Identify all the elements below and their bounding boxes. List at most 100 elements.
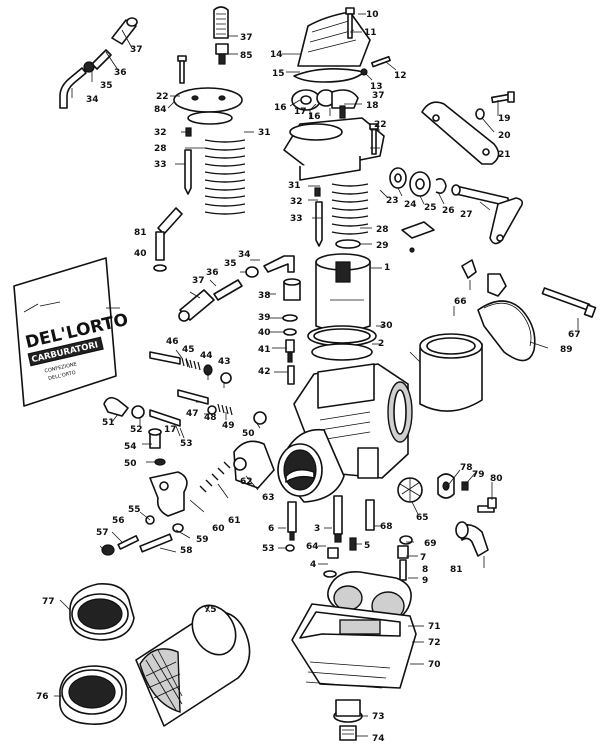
part-banjo-78 xyxy=(437,473,455,499)
part-clip-26 xyxy=(435,178,447,194)
part-pin-79 xyxy=(461,481,469,491)
part-pin-18 xyxy=(339,105,346,119)
part-cap-37-left xyxy=(178,289,215,322)
label-45: 45 xyxy=(182,345,195,355)
part-pin-32-right xyxy=(314,187,321,197)
part-jet-50 xyxy=(154,458,166,466)
part-rubber-sleeve-88 xyxy=(419,333,483,412)
part-number-labels: 10 11 14 12 13 37 15 16 17 16 18 22 37 8… xyxy=(36,10,581,744)
part-spring-28 xyxy=(204,139,246,215)
parts-bag-89: DEL'LORTO CARBURATORI CONFEZIONE DELL'OR… xyxy=(13,257,130,407)
part-disc-65 xyxy=(397,477,423,503)
label-38: 38 xyxy=(258,291,271,301)
label-73: 73 xyxy=(372,712,385,722)
label-52: 52 xyxy=(130,425,143,435)
label-22-left: 22 xyxy=(156,92,169,102)
label-50-left: 50 xyxy=(124,459,137,469)
part-screw-22 xyxy=(177,55,187,84)
label-31-right: 31 xyxy=(288,181,301,191)
part-spring-49 xyxy=(217,403,233,416)
part-ring-39 xyxy=(282,314,298,322)
label-27: 27 xyxy=(460,210,473,220)
label-24: 24 xyxy=(404,200,417,210)
part-jet-64 xyxy=(327,547,339,559)
label-55: 55 xyxy=(128,505,141,515)
part-valve-42 xyxy=(287,365,295,385)
label-7: 7 xyxy=(420,553,426,563)
part-jet-6 xyxy=(287,501,297,541)
label-43: 43 xyxy=(218,357,231,367)
label-44: 44 xyxy=(200,351,213,361)
part-bracket-small xyxy=(401,221,435,253)
part-ring-47 xyxy=(207,405,217,415)
part-clamp-band-87 xyxy=(477,273,536,362)
part-ring-2 xyxy=(311,343,373,361)
label-1: 1 xyxy=(384,263,390,273)
part-elbow-81 xyxy=(455,521,489,557)
part-choke-lever-60 xyxy=(149,471,188,517)
label-12: 12 xyxy=(394,71,407,81)
label-78: 78 xyxy=(460,463,473,473)
label-17: 17 xyxy=(294,107,307,117)
label-25: 25 xyxy=(424,203,437,213)
part-ring-30 xyxy=(307,325,377,347)
label-15: 15 xyxy=(272,69,285,79)
part-spring-45 xyxy=(181,357,201,371)
label-51: 51 xyxy=(102,418,115,428)
label-40-left: 40 xyxy=(134,249,147,259)
label-63: 63 xyxy=(262,493,275,503)
part-rubber-cap-top xyxy=(213,6,229,39)
label-21: 21 xyxy=(498,150,511,160)
part-choke-body-63 xyxy=(233,440,275,489)
label-65: 65 xyxy=(416,513,429,523)
label-20: 20 xyxy=(498,131,511,141)
part-float-bowl-70 xyxy=(291,603,417,689)
label-10: 10 xyxy=(366,10,379,20)
part-throttle-slide-1 xyxy=(315,253,371,332)
part-adjuster-36 xyxy=(213,279,243,301)
label-14: 14 xyxy=(270,50,283,60)
part-screw-41 xyxy=(285,339,295,363)
label-28-right: 28 xyxy=(376,225,389,235)
label-9: 9 xyxy=(422,576,428,586)
part-banjo-54 xyxy=(148,428,162,449)
part-spring-28-right xyxy=(331,183,369,235)
label-16-b: 16 xyxy=(308,112,321,122)
label-80: 80 xyxy=(490,474,503,484)
label-35-top: 35 xyxy=(100,81,113,91)
part-clip-29 xyxy=(335,239,361,249)
part-washer-53 xyxy=(285,544,295,552)
part-ring-76 xyxy=(59,665,127,725)
label-74: 74 xyxy=(372,734,385,744)
part-ring-40-left xyxy=(153,264,167,272)
part-screw-58 xyxy=(139,533,173,553)
part-mixture-screw-48 xyxy=(177,389,209,405)
label-39: 39 xyxy=(258,313,271,323)
label-76: 76 xyxy=(36,692,49,702)
part-elbow-34 xyxy=(263,255,295,273)
label-56: 56 xyxy=(112,516,125,526)
part-ring-4 xyxy=(323,570,337,578)
label-42: 42 xyxy=(258,367,271,377)
label-81: 81 xyxy=(450,565,463,575)
part-ring-50-top xyxy=(253,411,267,425)
label-2: 2 xyxy=(378,339,384,349)
part-ring-43 xyxy=(220,372,232,384)
part-washer-25 xyxy=(409,171,431,197)
label-31-left: 31 xyxy=(258,128,271,138)
label-53-bottom: 53 xyxy=(262,544,275,554)
label-49: 49 xyxy=(222,421,235,431)
part-cover-plate-85 xyxy=(173,87,243,125)
part-clamp-bolt-67 xyxy=(541,287,597,318)
label-61: 61 xyxy=(228,516,241,526)
label-29: 29 xyxy=(376,241,389,251)
label-77: 77 xyxy=(42,597,55,607)
part-nut-57 xyxy=(101,544,115,556)
label-75: 75 xyxy=(204,605,217,615)
part-spring-61 xyxy=(199,461,231,493)
label-41: 41 xyxy=(258,345,271,355)
part-bolt-80 xyxy=(477,497,497,513)
label-17-lower: 17 xyxy=(164,425,177,435)
label-5: 5 xyxy=(364,541,370,551)
